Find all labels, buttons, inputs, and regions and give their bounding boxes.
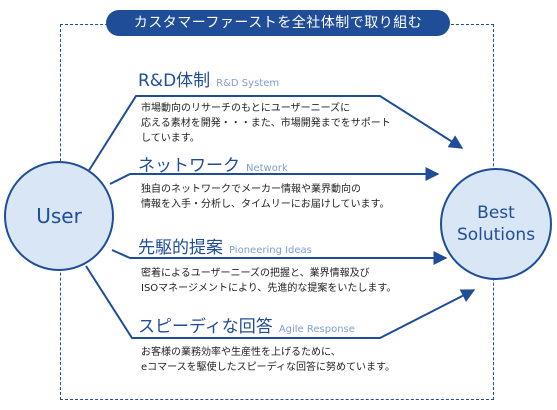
desc-network: 独自のネットワークでメーカー情報や業界動向の 情報を入手・分析し、タイムリーにお… [141,184,390,210]
best-solutions-label: Best Solutions [456,203,536,245]
desc-rnd: 市場動向のリサーチのもとにユーザーニーズに 応える素材を開発・・・また、市場開発… [141,103,391,144]
best-solutions-circle: Best Solutions [440,168,552,280]
user-label: User [36,204,82,228]
arrow-pioneering [111,249,448,265]
desc-agile: お客様の業務効率や生産性を上げるために、 eコマースを駆使したスピーディな回答に… [141,347,395,373]
arrow-agile [85,265,476,339]
banner-title: カスタマーファーストを全社体制で取り組む [106,10,450,36]
user-circle: User [4,161,114,271]
arrow-network [109,167,440,185]
desc-pioneering: 密着によるユーザーニーズの把握と、業界情報及び ISOマネージメントにより、先進… [141,268,397,294]
arrow-rnd [87,95,464,173]
